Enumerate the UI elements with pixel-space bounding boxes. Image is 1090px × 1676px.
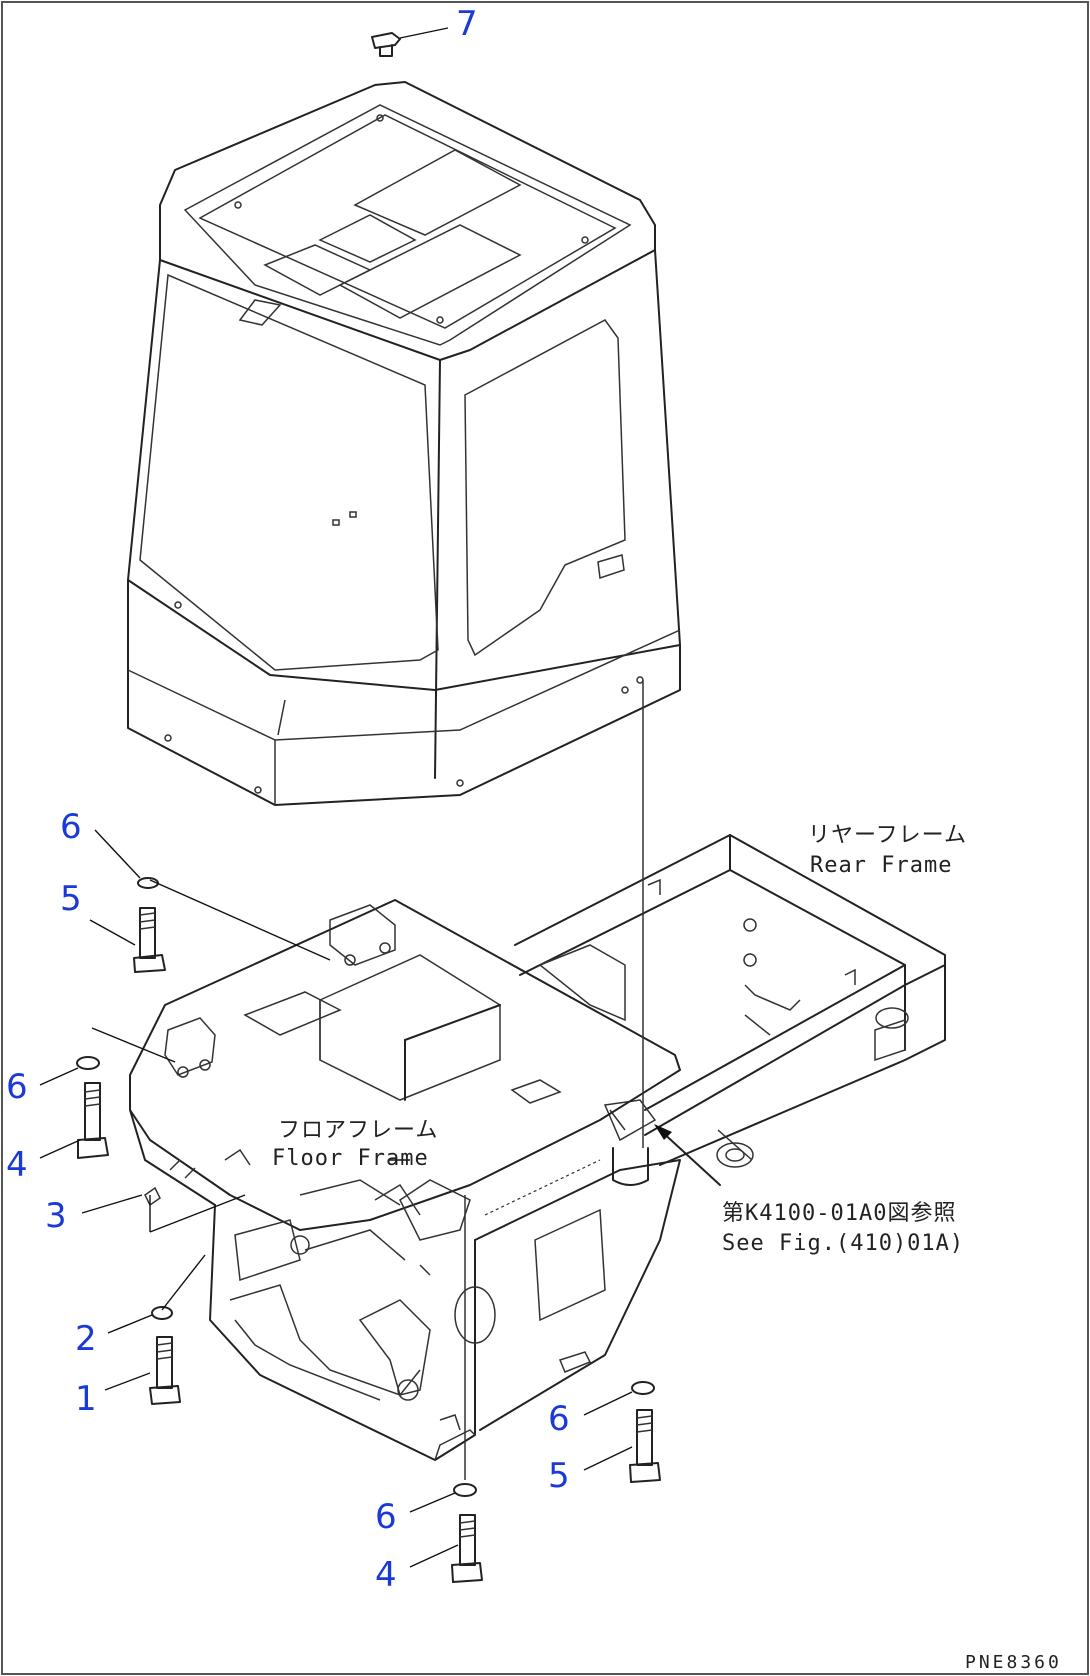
leader-lines bbox=[39, 27, 633, 1568]
callout-3: 3 bbox=[45, 1196, 67, 1236]
bolt-5-b bbox=[629, 1409, 661, 1483]
see-figure-label-en: See Fig.(410)01A) bbox=[722, 1231, 964, 1256]
washer-6-b bbox=[76, 1056, 100, 1070]
callout-1: 1 bbox=[75, 1379, 97, 1419]
callout-6-bottom: 6 bbox=[375, 1497, 397, 1537]
washer-6-c bbox=[631, 1381, 655, 1395]
drawing-code: PNE8360 bbox=[965, 1652, 1062, 1673]
bolt-4-b bbox=[451, 1514, 483, 1583]
rear-frame-label-en: Rear Frame bbox=[810, 853, 952, 878]
callout-2: 2 bbox=[75, 1319, 97, 1359]
callout-5-top: 5 bbox=[60, 879, 82, 919]
callout-6-left: 6 bbox=[6, 1067, 28, 1107]
washer-6-a bbox=[137, 877, 159, 889]
notes: リヤーフレーム Rear Frame フロアフレーム Floor Frame 第… bbox=[272, 823, 1062, 1673]
floor-frame-label-en: Floor Frame bbox=[272, 1146, 429, 1171]
callout-5-right: 5 bbox=[548, 1456, 570, 1496]
callout-4-bottom: 4 bbox=[375, 1555, 397, 1595]
washer-2 bbox=[151, 1306, 173, 1320]
washer-6-d bbox=[453, 1483, 477, 1497]
floor-frame-label-jp: フロアフレーム bbox=[278, 1118, 438, 1143]
bolt-5-a bbox=[133, 907, 166, 973]
rear-frame bbox=[514, 834, 946, 1186]
rear-frame-label-jp: リヤーフレーム bbox=[808, 823, 967, 848]
shim-3 bbox=[144, 1186, 161, 1207]
callout-6-top: 6 bbox=[60, 807, 82, 847]
cab bbox=[127, 81, 681, 806]
callout-4-left: 4 bbox=[6, 1145, 28, 1185]
see-figure-label-jp: 第K4100-01A0図参照 bbox=[722, 1201, 956, 1226]
floor-frame bbox=[129, 899, 681, 1461]
bolt-7 bbox=[371, 32, 401, 57]
bolt-4-a bbox=[77, 1082, 109, 1159]
bolt-1 bbox=[149, 1336, 181, 1405]
callout-7: 7 bbox=[456, 4, 478, 44]
callouts: 7 6 5 6 4 3 2 1 6 5 6 4 bbox=[6, 4, 570, 1595]
callout-6-right: 6 bbox=[548, 1399, 570, 1439]
hardware bbox=[76, 32, 661, 1583]
